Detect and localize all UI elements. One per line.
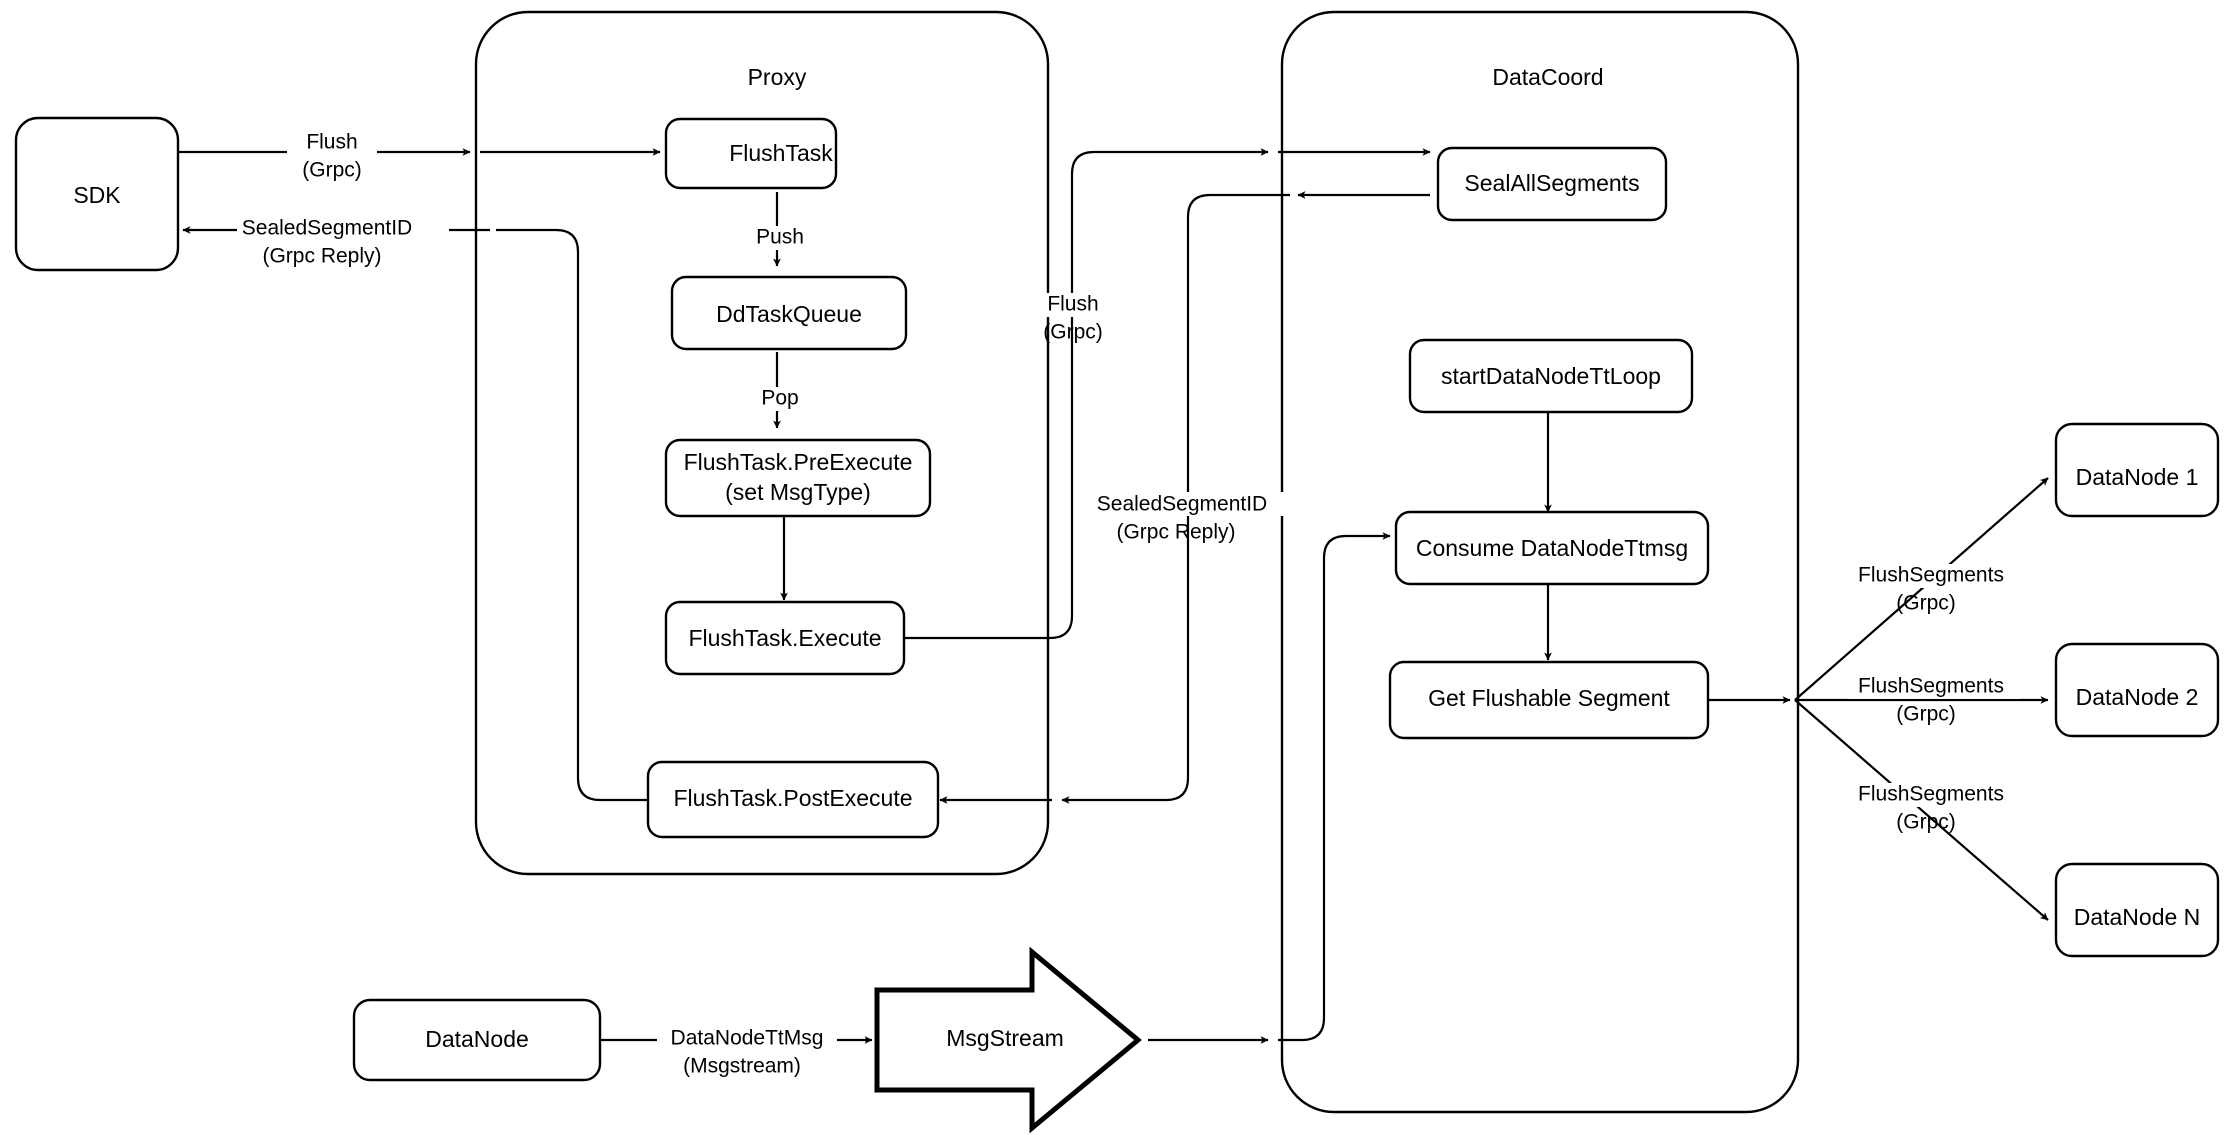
- node-flush-task-execute[interactable]: FlushTask.Execute: [664, 600, 906, 676]
- edge-junction-to-datanode-1: [1794, 477, 2049, 701]
- flush-segments-2-label-line2: (Grpc): [1896, 703, 1956, 726]
- proxy-to-sdk-label-line2: (Grpc Reply): [262, 245, 381, 268]
- datanode-2-box[interactable]: [2054, 642, 2220, 738]
- edge-label-push: Push: [751, 226, 809, 250]
- label-bg: [1848, 675, 2020, 699]
- label-bg: [755, 387, 805, 411]
- push-label: Push: [756, 226, 804, 249]
- datanode-n-label: DataNode N: [2074, 904, 2201, 930]
- pop-label: Pop: [761, 387, 798, 410]
- node-consume-datanode-ttmsg[interactable]: Consume DataNodeTtmsg: [1394, 510, 1710, 586]
- label-bg: [657, 1028, 837, 1052]
- datanode-producer-label: DataNode: [425, 1026, 529, 1052]
- edge-execute-to-datacoord: [905, 148, 1269, 640]
- flush-segments-1-label-line1: FlushSegments: [1858, 564, 2004, 587]
- postexecute-label: FlushTask.PostExecute: [673, 785, 912, 811]
- node-datanode-n[interactable]: DataNode N: [2054, 862, 2220, 958]
- edge-junction-to-datanode-n: [1794, 699, 2049, 921]
- preexecute-box[interactable]: [664, 438, 932, 518]
- flush-task-label: FlushTask: [729, 140, 833, 166]
- edge-label-flush-segments-n: FlushSegments (Grpc): [1848, 783, 2020, 834]
- label-bg: [237, 218, 449, 242]
- flush-task-box[interactable]: [664, 117, 838, 190]
- node-datanode-2[interactable]: DataNode 2: [2054, 642, 2220, 738]
- proxy-to-sdk-label-line1: SealedSegmentID: [242, 217, 412, 240]
- datacoord-title: DataCoord: [1492, 64, 1603, 90]
- node-msgstream[interactable]: MsgStream: [874, 946, 1142, 1134]
- node-flush-task-postexecute[interactable]: FlushTask.PostExecute: [646, 760, 940, 839]
- edge-postexecute-return-path: [496, 228, 648, 802]
- edge-label-pop: Pop: [755, 387, 805, 411]
- start-tt-loop-label: startDataNodeTtLoop: [1441, 363, 1661, 389]
- label-bg: [1848, 564, 2020, 588]
- edge-label-flush-segments-2: FlushSegments (Grpc): [1848, 675, 2020, 726]
- label-bg: [1038, 293, 1108, 317]
- label-bg: [1092, 492, 1287, 516]
- datanode-ttmsg-label-line2: (Msgstream): [683, 1055, 801, 1078]
- coord-to-proxy-label-line1: SealedSegmentID: [1097, 493, 1267, 516]
- preexecute-label-line2: (set MsgType): [725, 479, 871, 505]
- edge-label-proxy-to-sdk: SealedSegmentID (Grpc Reply): [237, 217, 449, 268]
- execute-label: FlushTask.Execute: [688, 625, 881, 651]
- node-datanode-1[interactable]: DataNode 1: [2054, 422, 2220, 518]
- label-bg: [1848, 783, 2020, 807]
- dd-task-queue-box[interactable]: [670, 275, 908, 351]
- preexecute-label-line1: FlushTask.PreExecute: [684, 449, 913, 475]
- coord-to-proxy-label-line2: (Grpc Reply): [1116, 521, 1235, 544]
- edge-label-flush-segments-1: FlushSegments (Grpc): [1848, 564, 2020, 615]
- edge-label-datanode-ttmsg: DataNodeTtMsg (Msgstream): [657, 1027, 837, 1078]
- node-start-datanode-tt-loop[interactable]: startDataNodeTtLoop: [1408, 338, 1694, 414]
- flush-segments-n-label-line2: (Grpc): [1896, 811, 1956, 834]
- msgstream-label: MsgStream: [946, 1025, 1064, 1051]
- node-seal-all-segments[interactable]: SealAllSegments: [1436, 146, 1668, 222]
- edge-label-sdk-to-proxy: Flush (Grpc): [287, 130, 377, 182]
- label-bg: [287, 130, 377, 154]
- consume-tt-msg-label: Consume DataNodeTtmsg: [1416, 535, 1688, 561]
- node-sdk[interactable]: SDK: [14, 116, 180, 272]
- dd-task-queue-label: DdTaskQueue: [716, 301, 862, 327]
- get-flushable-segment-box[interactable]: [1388, 660, 1710, 740]
- consume-tt-msg-box[interactable]: [1394, 510, 1710, 586]
- flush-segments-n-label-line1: FlushSegments: [1858, 783, 2004, 806]
- node-dd-task-queue[interactable]: DdTaskQueue: [670, 275, 908, 351]
- seal-all-segments-label: SealAllSegments: [1464, 170, 1639, 196]
- datanode-producer-box[interactable]: [352, 998, 602, 1082]
- datanode-ttmsg-label-line1: DataNodeTtMsg: [671, 1027, 824, 1050]
- flush-segments-1-label-line2: (Grpc): [1896, 592, 1956, 615]
- datanode-n-box[interactable]: [2054, 862, 2220, 958]
- proxy-to-coord-label-line2: (Grpc): [1043, 321, 1103, 344]
- seal-all-segments-box[interactable]: [1436, 146, 1668, 222]
- postexecute-box[interactable]: [646, 760, 940, 839]
- sdk-box[interactable]: [14, 116, 180, 272]
- flush-segments-2-label-line1: FlushSegments: [1858, 675, 2004, 698]
- start-tt-loop-box[interactable]: [1408, 338, 1694, 414]
- edge-datacoord-boundary-to-consume: [1278, 532, 1391, 1042]
- datanode-1-box[interactable]: [2054, 422, 2220, 518]
- datanode-2-label: DataNode 2: [2076, 684, 2199, 710]
- proxy-title: Proxy: [748, 64, 807, 90]
- get-flushable-segment-label: Get Flushable Segment: [1428, 685, 1670, 711]
- sdk-to-proxy-label-line1: Flush: [306, 131, 357, 154]
- sdk-to-proxy-label-line2: (Grpc): [302, 159, 362, 182]
- node-get-flushable-segment[interactable]: Get Flushable Segment: [1388, 660, 1710, 740]
- node-datanode-producer[interactable]: DataNode: [352, 998, 602, 1082]
- datanode-1-label: DataNode 1: [2076, 464, 2199, 490]
- sdk-label: SDK: [73, 182, 121, 208]
- execute-box[interactable]: [664, 600, 906, 676]
- msgstream-arrow-shape[interactable]: [874, 946, 1142, 1134]
- label-bg: [751, 226, 809, 250]
- node-flush-task-preexecute[interactable]: FlushTask.PreExecute (set MsgType): [664, 438, 932, 518]
- edge-label-proxy-to-coord: Flush (Grpc): [1038, 293, 1108, 344]
- edge-label-coord-to-proxy: SealedSegmentID (Grpc Reply): [1092, 492, 1287, 544]
- node-flush-task[interactable]: FlushTask: [664, 117, 838, 190]
- proxy-to-coord-label-line1: Flush: [1047, 293, 1098, 316]
